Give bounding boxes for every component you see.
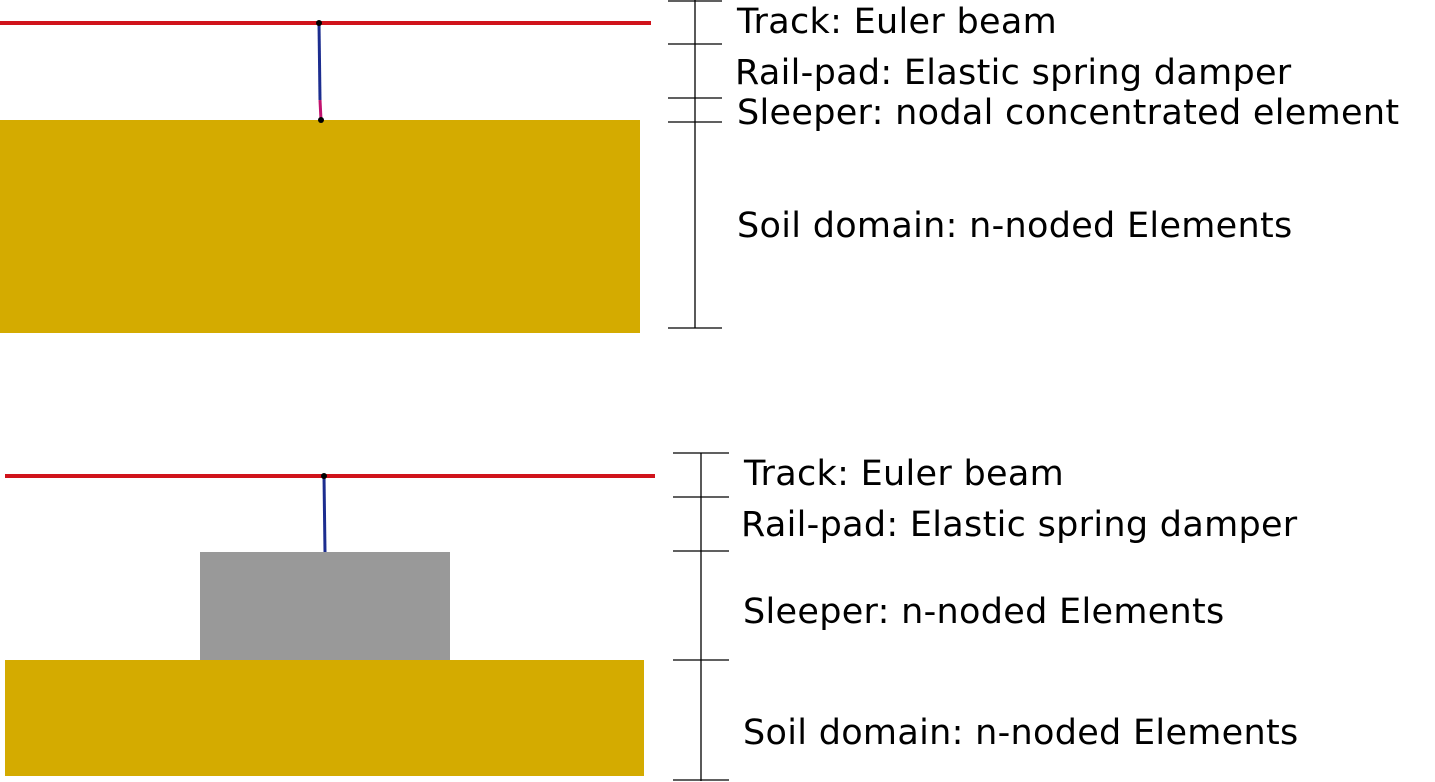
top-sleeper-label: Sleeper: nodal concentrated element bbox=[737, 93, 1400, 133]
bottom-railpad-label: Rail-pad: Elastic spring damper bbox=[741, 505, 1298, 545]
top-railpad-label: Rail-pad: Elastic spring damper bbox=[735, 53, 1292, 93]
top-layer-scale-bar bbox=[668, 0, 722, 329]
bottom-track-label: Track: Euler beam bbox=[744, 454, 1064, 494]
top-track-label: Track: Euler beam bbox=[737, 2, 1057, 42]
top-rail-node bbox=[316, 20, 322, 26]
top-soil-domain bbox=[0, 120, 640, 333]
top-sleeper-node bbox=[318, 117, 324, 123]
top-model bbox=[0, 0, 722, 333]
bottom-sleeper-block bbox=[200, 552, 450, 660]
bottom-railpad-spring bbox=[322, 475, 327, 553]
top-railpad-spring bbox=[317, 22, 322, 101]
bottom-soil-label: Soil domain: n-noded Elements bbox=[743, 713, 1299, 753]
bottom-sleeper-label: Sleeper: n-noded Elements bbox=[743, 592, 1225, 632]
bottom-model bbox=[5, 452, 729, 781]
top-railpad-damper bbox=[318, 99, 323, 121]
bottom-layer-scale-bar bbox=[673, 452, 729, 781]
bottom-rail-node bbox=[321, 473, 327, 479]
bottom-soil-domain bbox=[5, 660, 644, 776]
top-soil-label: Soil domain: n-noded Elements bbox=[737, 206, 1293, 246]
